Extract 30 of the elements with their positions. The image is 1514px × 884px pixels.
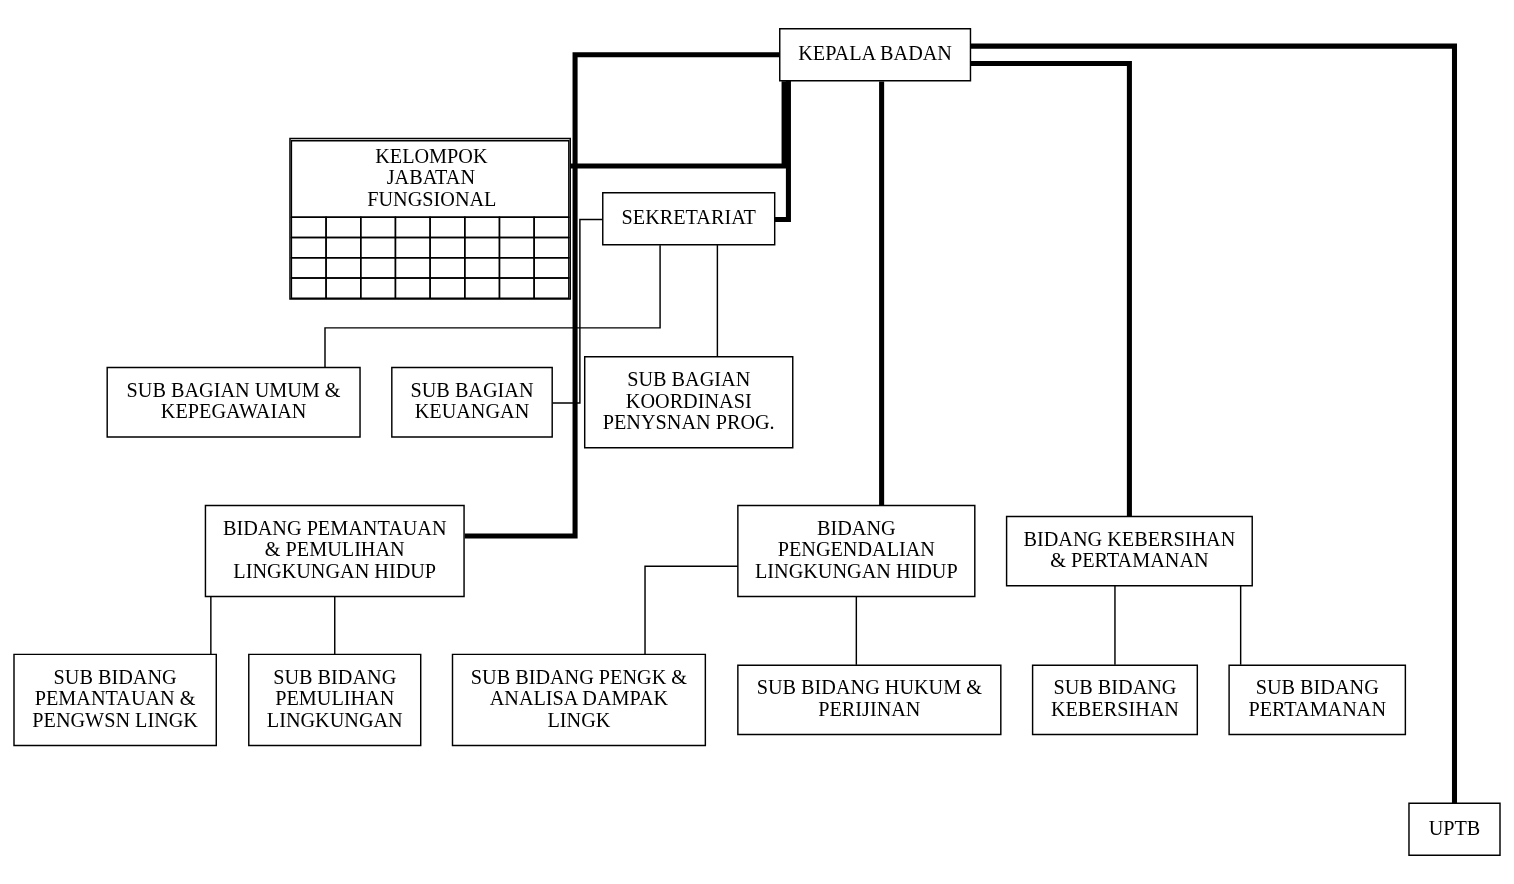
connector bbox=[1114, 585, 1116, 666]
node-box: SUB BAGIAN UMUM & KEPEGAWAIAN bbox=[106, 366, 361, 438]
node-box: SUB BIDANG PENGK & ANALISA DAMPAK LINGK bbox=[451, 653, 707, 747]
node-box: SUB BAGIAN KEUANGAN bbox=[391, 366, 553, 438]
connector bbox=[774, 80, 791, 223]
node-box: SUB BIDANG PEMULIHAN LINGKUNGAN bbox=[248, 653, 422, 747]
connector bbox=[644, 565, 739, 655]
node-box: SUB BIDANG PEMANTAUAN & PENGWSN LINGK bbox=[13, 653, 217, 747]
node-box: BIDANG PEMANTAUAN & PEMULIHAN LINGKUNGAN HIDUP bbox=[204, 504, 465, 598]
node-box: SEKRETARIAT bbox=[602, 192, 776, 246]
node-box: UPTB bbox=[1408, 802, 1501, 856]
connector bbox=[855, 596, 858, 666]
node-box: SUB BIDANG PERTAMANAN bbox=[1228, 664, 1407, 736]
node-box: SUB BAGIAN KOORDINASI PENYSNAN PROG. bbox=[584, 356, 794, 449]
node-box: BIDANG PENGENDALIAN LINGKUNGAN HIDUP bbox=[737, 504, 976, 598]
node-box: BIDANG KEBERSIHAN & PERTAMANAN bbox=[1005, 515, 1253, 587]
node-box: SUB BIDANG HUKUM & PERIJINAN bbox=[737, 664, 1002, 736]
connector bbox=[334, 596, 336, 655]
connector bbox=[570, 81, 787, 169]
node-box: KEPALA BADAN bbox=[779, 28, 972, 82]
connector bbox=[716, 244, 719, 357]
connector bbox=[210, 596, 212, 655]
connector bbox=[1239, 585, 1242, 666]
connector bbox=[324, 244, 661, 368]
connector bbox=[464, 52, 780, 539]
connector bbox=[970, 60, 1132, 517]
connector bbox=[551, 218, 604, 404]
node-box: SUB BIDANG KEBERSIHAN bbox=[1031, 664, 1199, 736]
connector bbox=[879, 81, 885, 506]
connector bbox=[970, 43, 1457, 804]
